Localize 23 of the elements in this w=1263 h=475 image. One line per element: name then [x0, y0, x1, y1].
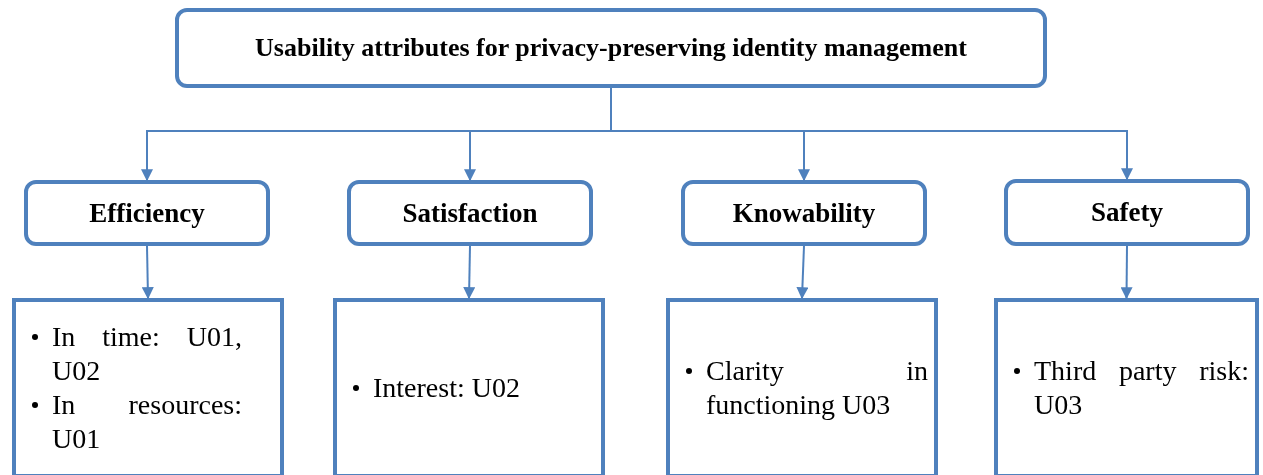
category-label: Efficiency — [89, 197, 205, 229]
category-label: Safety — [1091, 197, 1163, 228]
category-box — [24, 180, 270, 246]
arrow — [141, 245, 154, 300]
category-label: Satisfaction — [402, 197, 538, 229]
arrow — [796, 245, 809, 300]
bullet-item: Clarity in functioning U03 — [706, 354, 928, 422]
detail-box — [666, 298, 938, 475]
bullet-item: In time: U01, U02 — [52, 320, 242, 388]
bullet-item: Third party risk: U03 — [1034, 354, 1249, 422]
bullet-item: Interest: U02 — [373, 371, 521, 405]
category-label: Knowability — [732, 197, 876, 229]
category-box — [681, 180, 927, 246]
arrow — [463, 245, 476, 300]
category-box — [347, 180, 593, 246]
detail-box — [994, 298, 1259, 475]
arrow — [1120, 245, 1133, 300]
bullet-item: In resources: U01 — [52, 388, 242, 456]
title-box — [175, 8, 1047, 88]
category-box — [1004, 179, 1250, 246]
detail-box — [12, 298, 284, 475]
detail-box — [333, 298, 605, 475]
title-label: Usability attributes for privacy-preserving identity management — [255, 33, 967, 63]
